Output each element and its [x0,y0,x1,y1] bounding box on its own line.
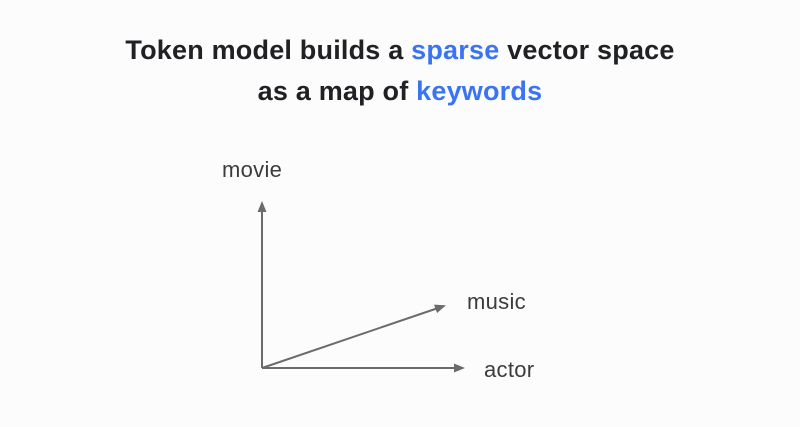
title-highlight-sparse: sparse [411,35,500,65]
title-line-1: Token model builds a sparse vector space [0,30,800,71]
title-text-segment: as a map of [257,76,417,106]
title-line-2: as a map of keywords [0,71,800,112]
axis-label-music: music [467,289,526,314]
title-text-segment: vector space [499,35,675,65]
music-vector-arrow [261,304,446,369]
axis-label-actor: actor [484,357,535,382]
title-highlight-keywords: keywords [416,76,543,106]
axis-label-movie: movie [222,157,283,182]
slide-title: Token model builds a sparse vector space… [0,30,800,112]
title-text-segment: Token model builds a [125,35,412,65]
